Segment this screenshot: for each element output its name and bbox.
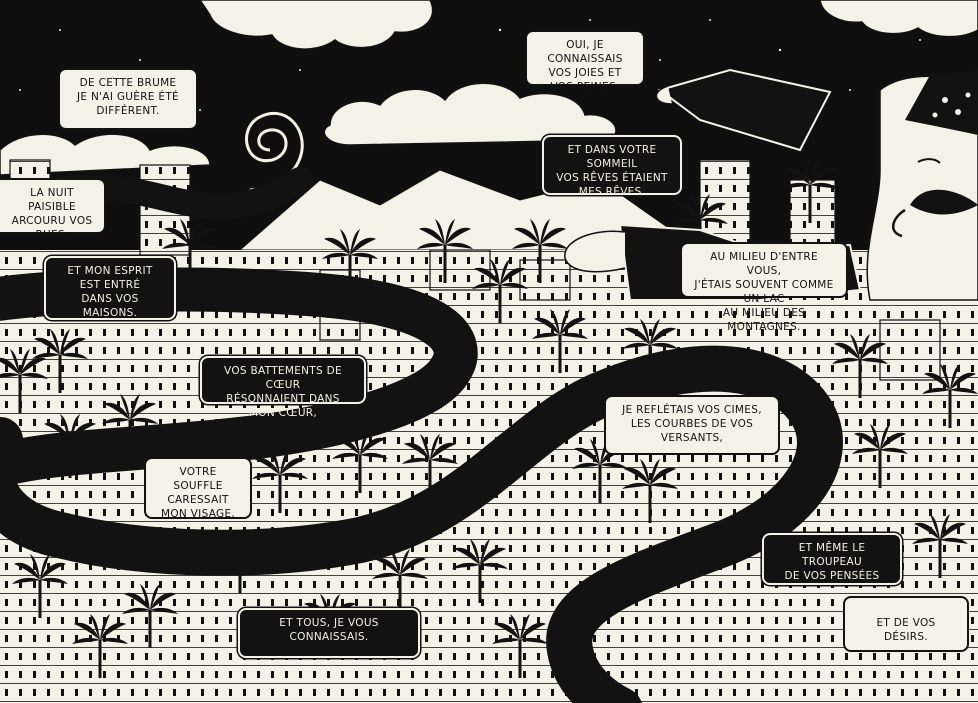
speech-bubble: et même le troupeau de vos pensées (762, 533, 902, 585)
speech-bubble: et mon esprit est entré dans vos maisons… (44, 256, 176, 320)
speech-bubble: Oui, je connaissais vos joies et vos pei… (525, 30, 645, 93)
speech-bubble: Vos battements de cœur résonnaient dans … (200, 356, 366, 419)
speech-bubble: et tous, je vous connaissais. (238, 608, 420, 658)
speech-bubble: votre souffle caressait mon visage, (144, 457, 252, 520)
spiral-icon (245, 111, 304, 192)
speech-bubble: Je reflétais vos cimes, les courbes de v… (604, 395, 780, 455)
speech-bubble: De cette brume je n'ai guère été différe… (58, 68, 198, 130)
speech-bubble: et dans votre sommeil vos rêves étaient … (542, 135, 682, 198)
speech-bubble: la nuit paisible arcouru vos rues, (0, 178, 106, 241)
cloud-icon (0, 0, 978, 176)
speech-bubble: et de vos désirs. (843, 596, 969, 652)
speech-bubble: Au milieu d'entre vous, j'étais souvent … (680, 242, 848, 333)
